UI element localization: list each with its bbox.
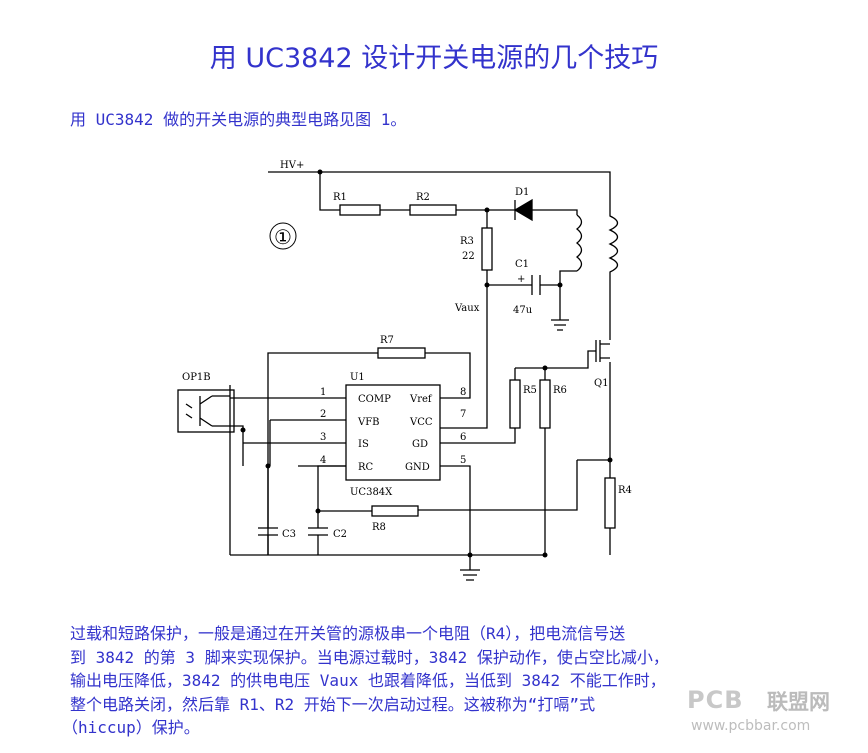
label-c3: C3 [282,529,296,540]
paragraph-line: 到 3842 的第 3 脚来实现保护。当电源过载时，3842 保护动作，使占空比… [70,647,669,667]
pin-8-num: 8 [460,387,466,398]
figure-number: ① [274,225,292,249]
label-u1: U1 [350,372,365,383]
watermark-name: 联盟网 [767,690,830,714]
label-r8: R8 [372,522,386,533]
label-r4: R4 [618,485,632,496]
label-r5: R5 [523,385,537,396]
paragraph-line: 过载和短路保护，一般是通过在开关管的源极串一个电阻（R4），把电流信号送 [70,624,626,643]
label-c2: C2 [333,529,347,540]
label-r6: R6 [553,385,567,396]
pin-6-num: 6 [460,432,466,443]
label-c1-polarity: + [517,274,525,285]
label-hv: HV+ [280,160,304,171]
pin-3-name: IS [358,439,369,450]
label-c1: C1 [515,259,529,270]
label-r2: R2 [416,192,430,203]
label-d1: D1 [515,187,529,198]
label-c1-value: 47u [513,305,533,316]
label-r1: R1 [333,192,347,203]
label-vaux: Vaux [454,303,480,314]
paragraph-line: 输出电压降低，3842 的供电电压 Vaux 也跟着降低，当低到 3842 不能… [70,671,666,690]
watermark-url: www.pcbbar.com [691,718,811,734]
circuit-diagram: ① HV+ R1 R2 D1 R3 22 C1 + 47u Vaux R7 U1… [177,160,632,581]
page-title: 用 UC3842 设计开关电源的几个技巧 [209,43,659,74]
watermark-logo: PCB [687,686,744,714]
pin-6-name: GD [412,439,428,450]
body-paragraph: 过载和短路保护，一般是通过在开关管的源极串一个电阻（R4），把电流信号送 到 3… [62,622,770,740]
label-q1: Q1 [594,378,609,389]
paragraph-line: （hiccup）保护。 [62,718,200,737]
pin-2-name: VFB [357,417,380,428]
pin-4-name: RC [358,462,374,473]
pin-7-name: VCC [409,417,433,428]
pin-1-num: 1 [320,387,326,398]
label-r7: R7 [380,335,394,346]
pin-2-num: 2 [320,409,326,420]
watermark: PCB 联盟网 www.pcbbar.com [687,682,862,742]
pin-5-num: 5 [460,455,466,466]
pin-1-name: COMP [358,394,391,405]
label-r3-value: 22 [462,251,475,262]
intro-text: 用 UC3842 做的开关电源的典型电路见图 1。 [70,110,407,129]
label-chip: UC384X [350,487,393,498]
label-r3: R3 [460,236,474,247]
pin-4-num: 4 [320,455,326,466]
pin-5-name: GND [405,462,430,473]
label-op1b: OP1B [182,372,211,383]
pin-7-num: 7 [460,409,466,420]
pin-3-num: 3 [320,432,326,443]
paragraph-line: 整个电路关闭，然后靠 R1、R2 开始下一次启动过程。这被称为“打嗝”式 [70,694,596,714]
pin-8-name: Vref [409,394,433,405]
